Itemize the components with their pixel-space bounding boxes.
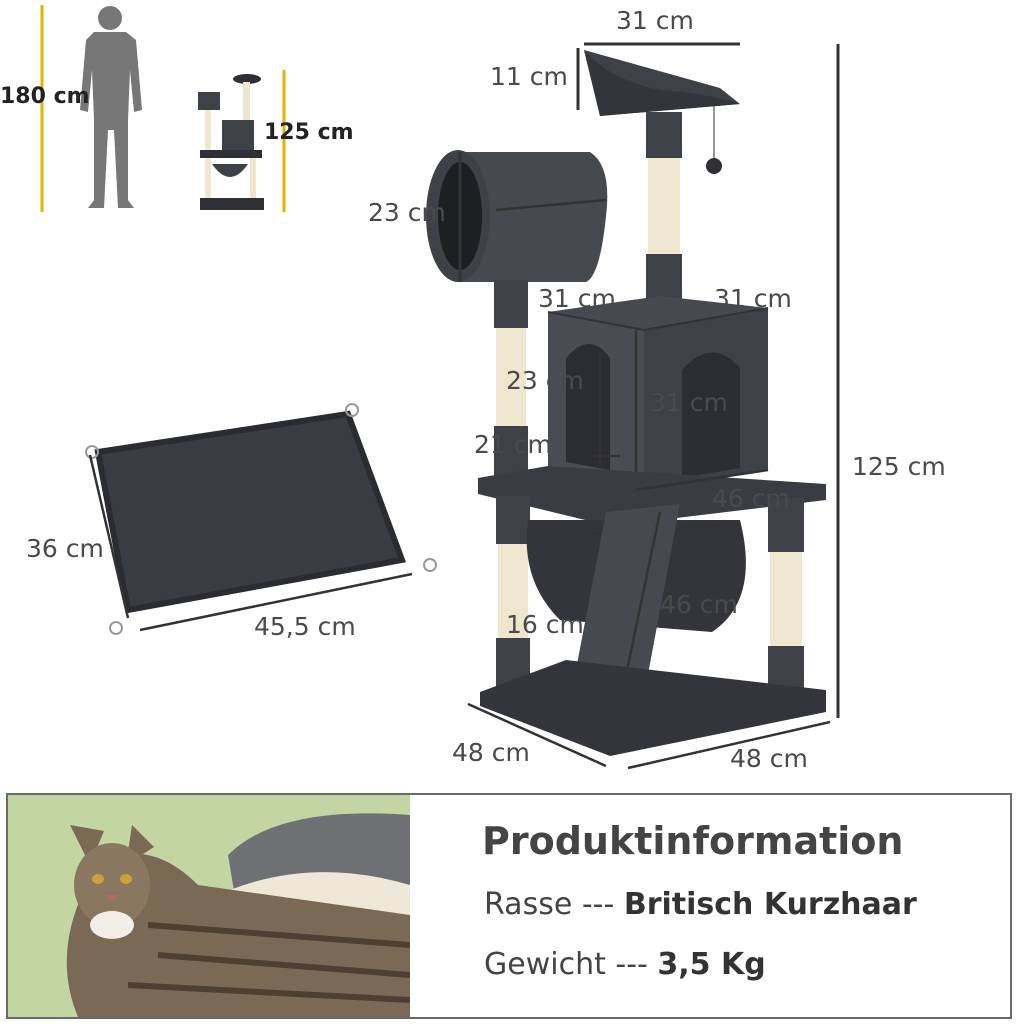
breed-label: Rasse ---	[484, 887, 624, 922]
top-bed-width-label: 31 cm	[616, 6, 694, 35]
door-height-label: 21 cm	[474, 430, 552, 459]
breed-row: Rasse --- Britisch Kurzhaar	[484, 887, 917, 922]
mat-depth-label: 36 cm	[26, 534, 104, 563]
base-width-label: 48 cm	[452, 738, 530, 767]
breed-value: Britisch Kurzhaar	[623, 887, 917, 922]
hanging-mat	[85, 403, 437, 635]
small-cat-tree-icon	[198, 70, 286, 212]
ramp-width-label: 16 cm	[506, 610, 584, 639]
person-silhouette-icon	[40, 5, 142, 212]
product-info-box: Produktinformation Rasse --- Britisch Ku…	[6, 793, 1012, 1019]
weight-row: Gewicht --- 3,5 Kg	[484, 947, 766, 982]
house-depth-label: 31 cm	[714, 284, 792, 313]
cat-photo	[8, 795, 410, 1017]
weight-label: Gewicht ---	[484, 947, 658, 982]
small-tree-height-label: 125 cm	[264, 120, 354, 145]
tunnel-length-label: 25 cm	[512, 174, 590, 203]
top-bed-height-label: 11 cm	[490, 62, 568, 91]
product-drawing	[40, 5, 840, 770]
total-height-label: 125 cm	[852, 452, 946, 481]
house-width-label: 31 cm	[538, 284, 616, 313]
base-depth-label: 48 cm	[730, 744, 808, 773]
weight-value: 3,5 Kg	[657, 947, 766, 982]
tunnel-height-label: 23 cm	[368, 198, 446, 227]
house-inner-height-label: 23 cm	[506, 366, 584, 395]
cat-tree	[426, 42, 840, 770]
hammock-label: 46 cm	[660, 590, 738, 619]
middle-platform-label: 46 cm	[712, 484, 790, 513]
mat-width-label: 45,5 cm	[254, 612, 356, 641]
house-side-label: 31 cm	[650, 388, 728, 417]
person-height-label: 180 cm	[0, 84, 90, 109]
info-title: Produktinformation	[482, 819, 904, 863]
